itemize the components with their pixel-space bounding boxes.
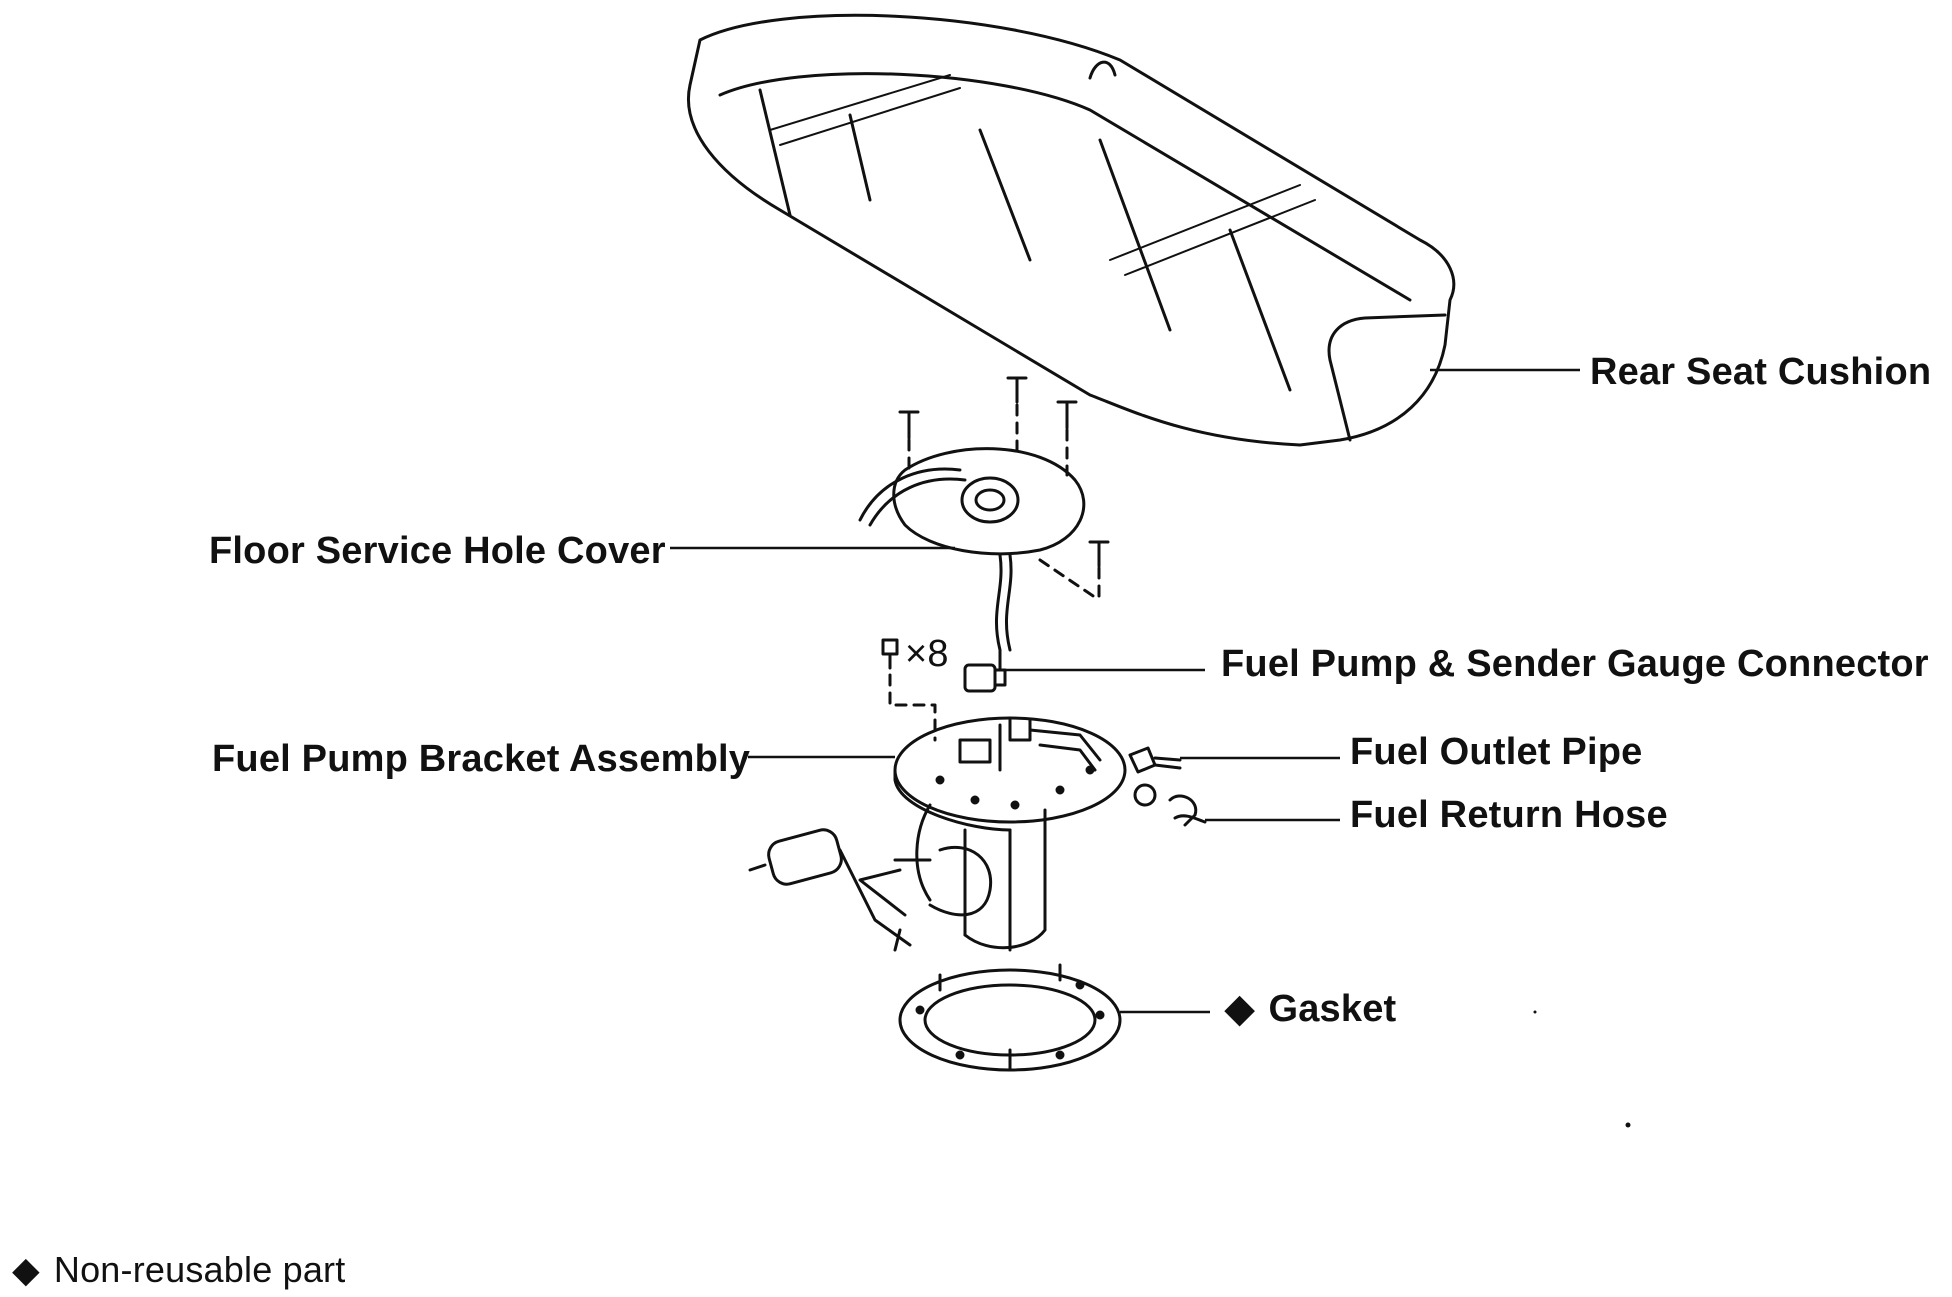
label-gasket: ◆ Gasket bbox=[1225, 990, 1396, 1028]
floor-service-hole-cover-drawing bbox=[858, 447, 1086, 672]
bracket-screw-drawing bbox=[881, 638, 937, 742]
cover-screws-drawing bbox=[898, 376, 1110, 602]
label-fuel-pump-sender-gauge-connector: Fuel Pump & Sender Gauge Connector bbox=[1221, 643, 1929, 685]
label-rear-seat-cushion: Rear Seat Cushion bbox=[1590, 351, 1932, 393]
fuel-pump-bracket-assembly-drawing bbox=[748, 716, 1127, 952]
legend-diamond-icon: ◆ bbox=[12, 1249, 40, 1290]
legend-non-reusable: ◆ Non-reusable part bbox=[12, 1252, 345, 1288]
label-fuel-pump-bracket-assembly: Fuel Pump Bracket Assembly bbox=[212, 738, 751, 780]
label-gasket-text: Gasket bbox=[1268, 988, 1397, 1030]
label-fuel-outlet-pipe: Fuel Outlet Pipe bbox=[1350, 731, 1643, 773]
fuel-pump-connector-drawing bbox=[963, 663, 1007, 693]
rear-seat-cushion-drawing bbox=[687, 13, 1456, 447]
scan-specks bbox=[1533, 1010, 1631, 1128]
label-screw-count: ×8 bbox=[905, 633, 949, 675]
gasket-drawing bbox=[898, 963, 1122, 1072]
label-fuel-return-hose: Fuel Return Hose bbox=[1350, 794, 1668, 836]
leader-lines bbox=[670, 368, 1580, 1014]
non-reusable-mark-icon: ◆ bbox=[1225, 988, 1255, 1030]
legend-text: Non-reusable part bbox=[53, 1249, 346, 1290]
label-floor-service-hole-cover: Floor Service Hole Cover bbox=[209, 530, 666, 572]
fuel-lines-drawing bbox=[1128, 746, 1207, 827]
